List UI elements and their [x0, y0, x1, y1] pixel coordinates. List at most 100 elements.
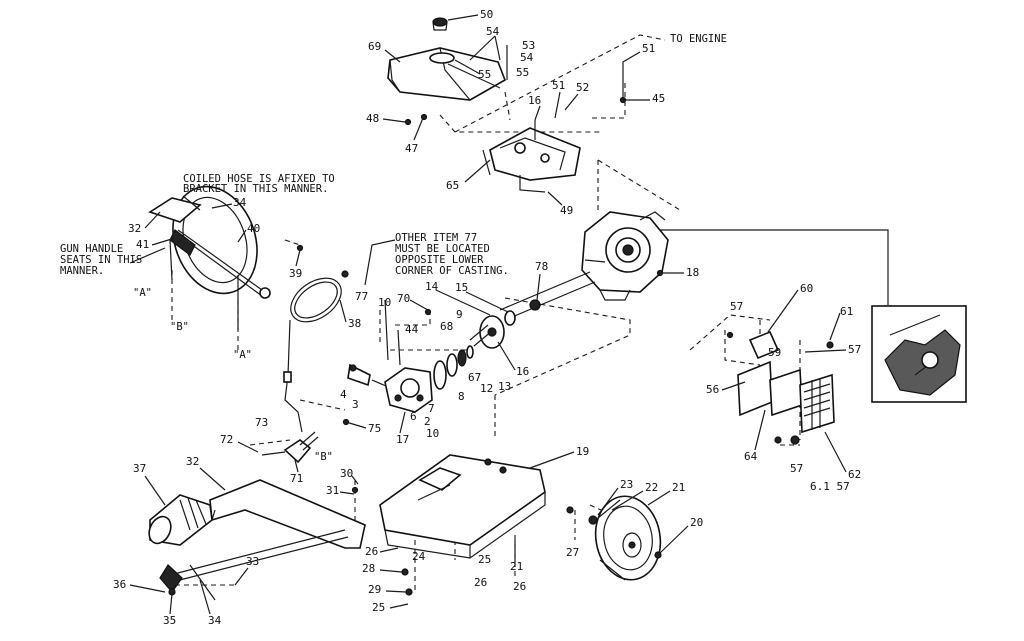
part-label: 23: [620, 478, 633, 491]
part-label: 55: [516, 66, 529, 79]
part-label: 30: [340, 467, 353, 480]
spray-gun-icon: [261, 431, 319, 464]
part-label: 39: [289, 267, 302, 280]
part-label: 32: [128, 222, 141, 235]
part-label: 71: [290, 472, 303, 485]
part-label: 13: [498, 380, 511, 393]
note-gun-handle-3: MANNER.: [60, 265, 104, 277]
bracket-assembly-icon: [482, 120, 581, 193]
part-label: 54: [520, 51, 534, 64]
part-label: 29: [368, 583, 381, 596]
note-mark-a2: "A": [233, 349, 252, 361]
coiled-hose-icon: [283, 270, 349, 433]
note-coiled-hose-2: BRACKET IN THIS MANNER.: [183, 183, 328, 195]
part-label: 31: [326, 484, 339, 497]
part-label: 10: [378, 296, 391, 309]
part-label: 6.1 57: [810, 480, 850, 493]
fuel-tank-icon: [387, 17, 506, 101]
part-label: 28: [362, 562, 375, 575]
leader-lines: [171, 34, 889, 590]
part-label: 60: [800, 282, 813, 295]
part-label: 27: [566, 546, 579, 559]
part-label: 38: [348, 317, 361, 330]
frame-base-icon: [379, 454, 546, 559]
note-item77-3: OPPOSITE LOWER: [395, 254, 484, 266]
engine-casting-icon: [581, 211, 669, 301]
inset-detail-icon: [871, 305, 967, 403]
part-label: 40: [247, 222, 260, 235]
handle-bar-icon: [209, 479, 366, 549]
part-label: 47: [405, 142, 418, 155]
part-label: 50: [480, 8, 493, 21]
part-label: 33: [246, 555, 259, 568]
note-coiled-hose-1: COILED HOSE IS AFIXED TO: [183, 173, 335, 185]
part-label: 35: [163, 614, 176, 627]
part-label: 25: [372, 601, 385, 614]
handle-grip-icon: [148, 494, 213, 546]
filter-bracket-icon: [737, 330, 835, 445]
part-label: 56: [706, 383, 719, 396]
part-label: 49: [560, 204, 573, 217]
part-label: 6: [410, 410, 417, 423]
part-label: 51: [552, 79, 565, 92]
part-label: 24: [412, 550, 426, 563]
part-label: 53: [522, 39, 535, 52]
pump-icon: [347, 299, 541, 413]
note-leader-coiled: [182, 195, 201, 211]
drive-shaft-edge: [504, 281, 596, 321]
note-leader-gun: [129, 247, 166, 264]
part-label: 26: [513, 580, 526, 593]
part-label: 52: [576, 81, 589, 94]
part-label: 78: [535, 260, 548, 273]
hose-reel-icon: [148, 185, 271, 330]
part-label: 21: [672, 481, 685, 494]
part-label: 19: [576, 445, 589, 458]
part-label: 68: [440, 320, 453, 333]
part-label: 57: [848, 343, 861, 356]
part-label: 21: [510, 560, 523, 573]
part-label: 72: [220, 433, 233, 446]
part-label: 10: [426, 427, 439, 440]
part-label: 20: [690, 516, 703, 529]
part-label: 67: [468, 371, 481, 384]
part-label: 18: [686, 266, 699, 279]
drive-shaft: [499, 271, 591, 311]
part-label: 37: [133, 462, 146, 475]
part-label: 62: [848, 468, 861, 481]
part-label: 32: [186, 455, 199, 468]
part-label: 45: [652, 92, 665, 105]
wheel-icon: [588, 495, 662, 581]
part-label: 57: [790, 462, 803, 475]
part-label: 17: [396, 433, 409, 446]
note-mark-b1: "B": [170, 321, 189, 333]
part-label: 77: [355, 290, 368, 303]
fasteners: [168, 96, 734, 596]
note-item77-2: MUST BE LOCATED: [395, 243, 490, 255]
part-label: 2: [424, 415, 431, 428]
part-label: 36: [113, 578, 126, 591]
part-label: 61: [840, 305, 853, 318]
part-label: 3: [352, 398, 359, 411]
note-gun-handle-1: GUN HANDLE: [60, 243, 123, 255]
part-label: 26: [474, 576, 487, 589]
note-gun-handle-2: SEATS IN THIS: [60, 254, 142, 266]
part-labels: 50 54 53 54 55 55 69 48 47 16 51 52 51 4…: [113, 8, 861, 627]
part-label: 12: [480, 382, 493, 395]
part-label: 41: [136, 238, 149, 251]
part-label: 65: [446, 179, 459, 192]
note-mark-a1: "A": [133, 287, 152, 299]
part-label: 4: [340, 388, 347, 401]
part-label: 75: [368, 422, 381, 435]
part-label: 51: [642, 42, 655, 55]
part-label: 69: [368, 40, 381, 53]
note-to-engine: TO ENGINE: [670, 33, 727, 45]
part-label: 57: [730, 300, 743, 313]
part-label: 14: [425, 280, 439, 293]
part-label: 16: [528, 94, 541, 107]
part-label: 55: [478, 68, 491, 81]
note-item77-4: CORNER OF CASTING.: [395, 265, 509, 277]
part-label: 34: [233, 196, 247, 209]
part-label: 48: [366, 112, 379, 125]
part-label: 15: [455, 281, 468, 294]
